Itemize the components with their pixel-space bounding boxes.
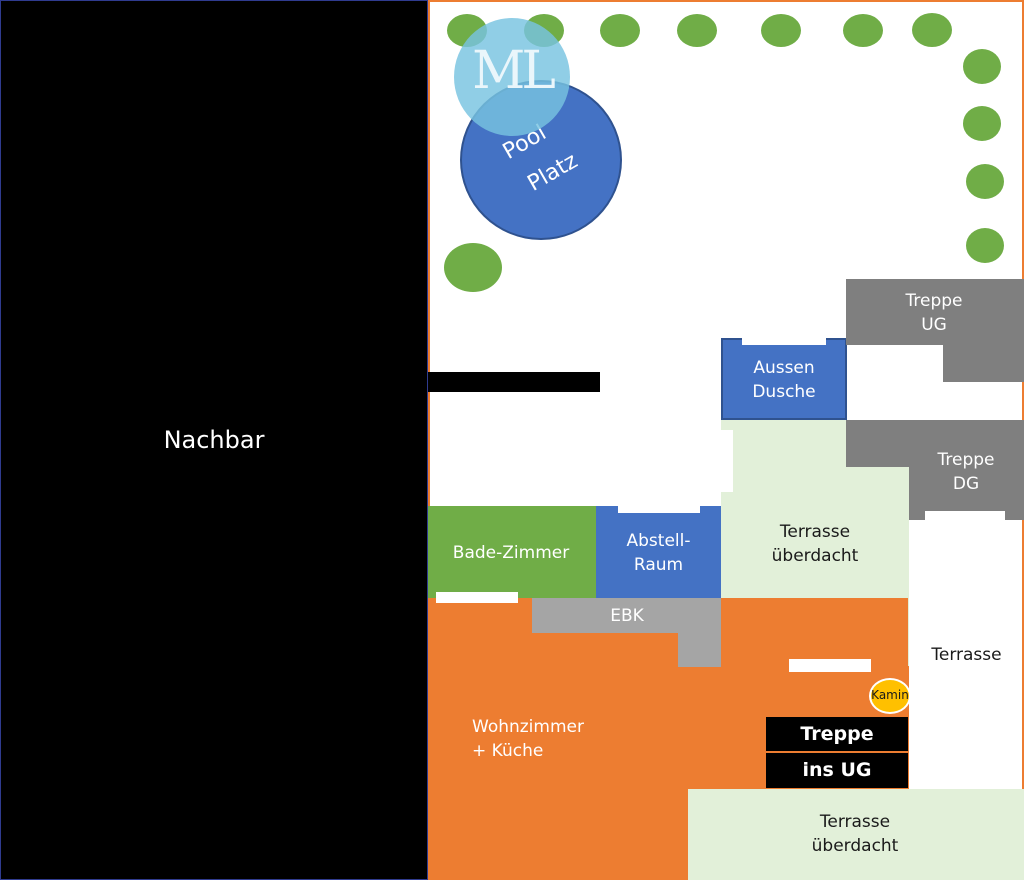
treppe-dg-line1: Treppe — [937, 450, 995, 470]
aussen-dusche-line1: Aussen — [753, 358, 815, 378]
neighbor-label: Nachbar — [163, 426, 265, 454]
treppe-dg-line2: DG — [952, 474, 980, 494]
kamin-label: Kamin — [871, 688, 909, 702]
bade-zimmer — [428, 506, 596, 598]
tree — [963, 49, 1001, 84]
terrasse-ueberdacht-lower-line2: überdacht — [811, 836, 899, 856]
terrasse-label: Terrasse — [931, 645, 1002, 665]
abstell-raum-line1: Abstell- — [626, 531, 691, 551]
tree — [912, 13, 952, 47]
ebk — [532, 598, 721, 633]
aussen-dusche-line2: Dusche — [752, 382, 816, 402]
ebk — [678, 632, 721, 667]
abstell-raum — [596, 506, 721, 598]
tree — [843, 14, 883, 47]
wall — [428, 372, 600, 392]
bade-zimmer-label: Bade-Zimmer — [452, 543, 570, 563]
treppe-dg — [846, 420, 1024, 467]
watermark-logo — [454, 18, 570, 136]
tree — [761, 14, 801, 47]
tree — [677, 14, 717, 47]
treppe-ins-ug-upper — [766, 717, 908, 751]
terrasse-ueberdacht-lower-line1: Terrasse — [819, 812, 891, 832]
treppe-ins-ug-line2: ins UG — [802, 759, 872, 781]
kamin — [869, 678, 911, 714]
treppe-ug-line2: UG — [921, 315, 947, 335]
door-opening — [721, 430, 733, 492]
door-opening — [925, 511, 1005, 520]
tree — [444, 243, 502, 292]
wohnzimmer-line1: Wohnzimmer — [472, 717, 584, 737]
treppe-ins-ug-lower — [766, 753, 908, 788]
terrasse-ueberdacht-upper-line1: Terrasse — [779, 522, 851, 542]
ebk-label: EBK — [610, 606, 644, 626]
tree — [600, 14, 640, 47]
terrasse-ueberdacht-lower — [688, 789, 1024, 880]
tree — [966, 228, 1004, 263]
terrasse-ueberdacht-upper-line2: überdacht — [771, 546, 859, 566]
treppe-ug-line1: Treppe — [905, 291, 963, 311]
tree — [966, 164, 1004, 199]
door-opening — [789, 659, 871, 672]
abstell-raum-line2: Raum — [633, 555, 684, 575]
wohnzimmer-line2: + Küche — [472, 741, 544, 761]
door-opening — [742, 338, 826, 345]
watermark-letters: ML — [472, 41, 556, 101]
treppe-ug-step — [943, 344, 1024, 382]
treppe-ug — [846, 279, 1024, 345]
tree — [963, 106, 1001, 141]
neighbor-area — [0, 0, 428, 880]
door-opening — [436, 592, 518, 603]
door-opening — [618, 506, 700, 513]
treppe-ins-ug-line1: Treppe — [800, 723, 874, 745]
